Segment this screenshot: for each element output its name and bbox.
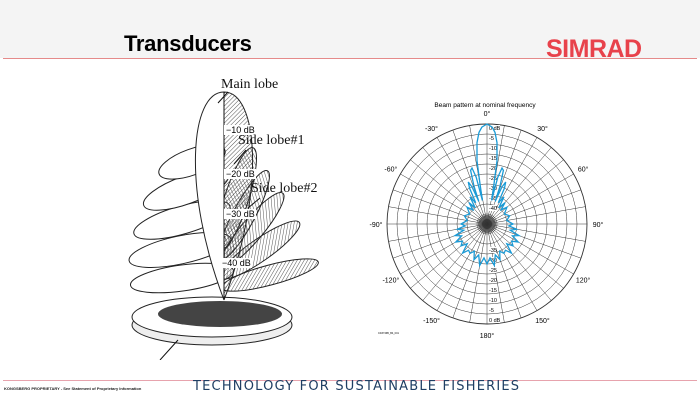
angle-label: -90° <box>370 221 383 229</box>
label-main-lobe: Main lobe <box>221 77 279 92</box>
angle-label: 60° <box>578 166 589 174</box>
radial-label-bg <box>488 135 496 141</box>
radial-label: -15 <box>489 288 497 294</box>
radial-label: 0 dB <box>489 126 501 132</box>
angle-label: -120° <box>382 277 399 285</box>
slide-header <box>0 0 700 58</box>
radial-label: -15 <box>489 156 497 162</box>
lobe-illustration: −10 dB −20 dB −30 dB −40 dB <box>128 91 319 360</box>
grid-spoke <box>486 223 586 242</box>
angle-label: 150° <box>535 317 550 325</box>
db-mark-20: −20 dB <box>226 169 255 179</box>
angle-label: 30° <box>537 125 548 133</box>
radial-label: 0 dB <box>489 318 501 324</box>
grid-spoke <box>436 223 488 311</box>
grid-spoke <box>486 223 522 319</box>
radial-label: -35 <box>489 248 497 254</box>
radial-label-bg <box>488 205 496 211</box>
grid-spoke <box>486 223 552 301</box>
grid-spoke <box>392 189 488 225</box>
grid-spoke <box>486 223 538 311</box>
figure-code: CD3746B_B4_001 <box>378 332 399 335</box>
radial-label: -40 <box>489 206 497 212</box>
grid-spoke <box>486 206 586 225</box>
grid-spoke <box>486 173 574 225</box>
angle-label: 0° <box>484 110 491 118</box>
radial-label-bg <box>488 185 496 191</box>
grid-spoke <box>469 223 488 323</box>
radial-label: -30 <box>489 258 497 264</box>
angle-label: -30° <box>425 125 438 133</box>
grid-spoke <box>392 223 488 259</box>
radial-label-bg <box>488 175 496 181</box>
radial-label-bg <box>488 307 496 313</box>
radial-label-bg <box>488 297 496 303</box>
grid-spoke <box>486 223 505 323</box>
grid-spoke <box>410 159 488 225</box>
grid-spoke <box>486 159 564 225</box>
radial-label: -10 <box>489 146 497 152</box>
header-divider <box>3 58 697 59</box>
beam-pattern-series <box>452 123 522 268</box>
grid-spoke <box>486 223 574 275</box>
radial-label-bg <box>488 277 496 283</box>
chart-title: Beam pattern at nominal frequency <box>434 102 536 109</box>
proprietary-notice: KONGSBERG PROPRIETARY - See Statement of… <box>4 386 142 391</box>
radial-label: -5 <box>489 136 494 142</box>
angle-label: 90° <box>593 221 604 229</box>
label-side-lobe-1: Side lobe#1 <box>238 133 305 148</box>
radial-label-bg <box>488 155 496 161</box>
grid-spoke <box>400 173 488 225</box>
angle-label: -60° <box>384 166 397 174</box>
radial-label: -25 <box>489 268 497 274</box>
radial-label-bg <box>488 247 496 253</box>
angle-label: 180° <box>480 332 495 340</box>
radial-label-bg <box>488 317 500 323</box>
radial-label: -10 <box>489 298 497 304</box>
grid-spoke <box>486 147 552 225</box>
grid-spoke <box>422 223 488 301</box>
beam-pattern-chart: Beam pattern at nominal frequency 0° 30° 6… <box>370 102 604 340</box>
grid-spoke <box>400 223 488 275</box>
grid-spoke <box>452 223 488 319</box>
radial-label-bg <box>488 267 496 273</box>
grid-spoke <box>452 129 488 225</box>
radial-label-bg <box>488 145 496 151</box>
radial-label: -20 <box>489 166 497 172</box>
base-disc <box>131 296 293 346</box>
grid-spoke <box>388 206 488 225</box>
db-mark-30: −30 dB <box>226 209 255 219</box>
grid-spoke <box>422 147 488 225</box>
grid-spoke <box>486 189 582 225</box>
grid-spoke <box>410 223 488 289</box>
grid-spoke <box>388 223 488 242</box>
grid-spoke <box>486 223 564 289</box>
radial-label: -5 <box>489 308 494 314</box>
footer-divider <box>3 380 697 381</box>
grid-spoke <box>436 137 488 225</box>
angle-label: -150° <box>423 317 440 325</box>
simrad-logo: SIMRAD <box>546 35 642 63</box>
footer-tagline: TECHNOLOGY FOR SUSTAINABLE FISHERIES <box>193 379 521 394</box>
pointer-arrows <box>159 91 261 360</box>
radial-label-bg <box>488 165 496 171</box>
grid-spoke <box>486 223 582 259</box>
radial-label: -20 <box>489 278 497 284</box>
radial-label-bg <box>488 125 500 131</box>
radial-label: -35 <box>489 196 497 202</box>
radial-label-bg <box>488 257 496 263</box>
radial-label-bg <box>488 287 496 293</box>
db-marks: −10 dB −20 dB −30 dB −40 dB <box>220 125 256 268</box>
db-mark-40: −40 dB <box>222 258 251 268</box>
label-side-lobe-2: Side lobe#2 <box>251 181 318 196</box>
slide-title: Transducers <box>124 31 252 56</box>
radial-label: -25 <box>489 176 497 182</box>
db-mark-10: −10 dB <box>226 125 255 135</box>
angle-label: 120° <box>576 277 591 285</box>
